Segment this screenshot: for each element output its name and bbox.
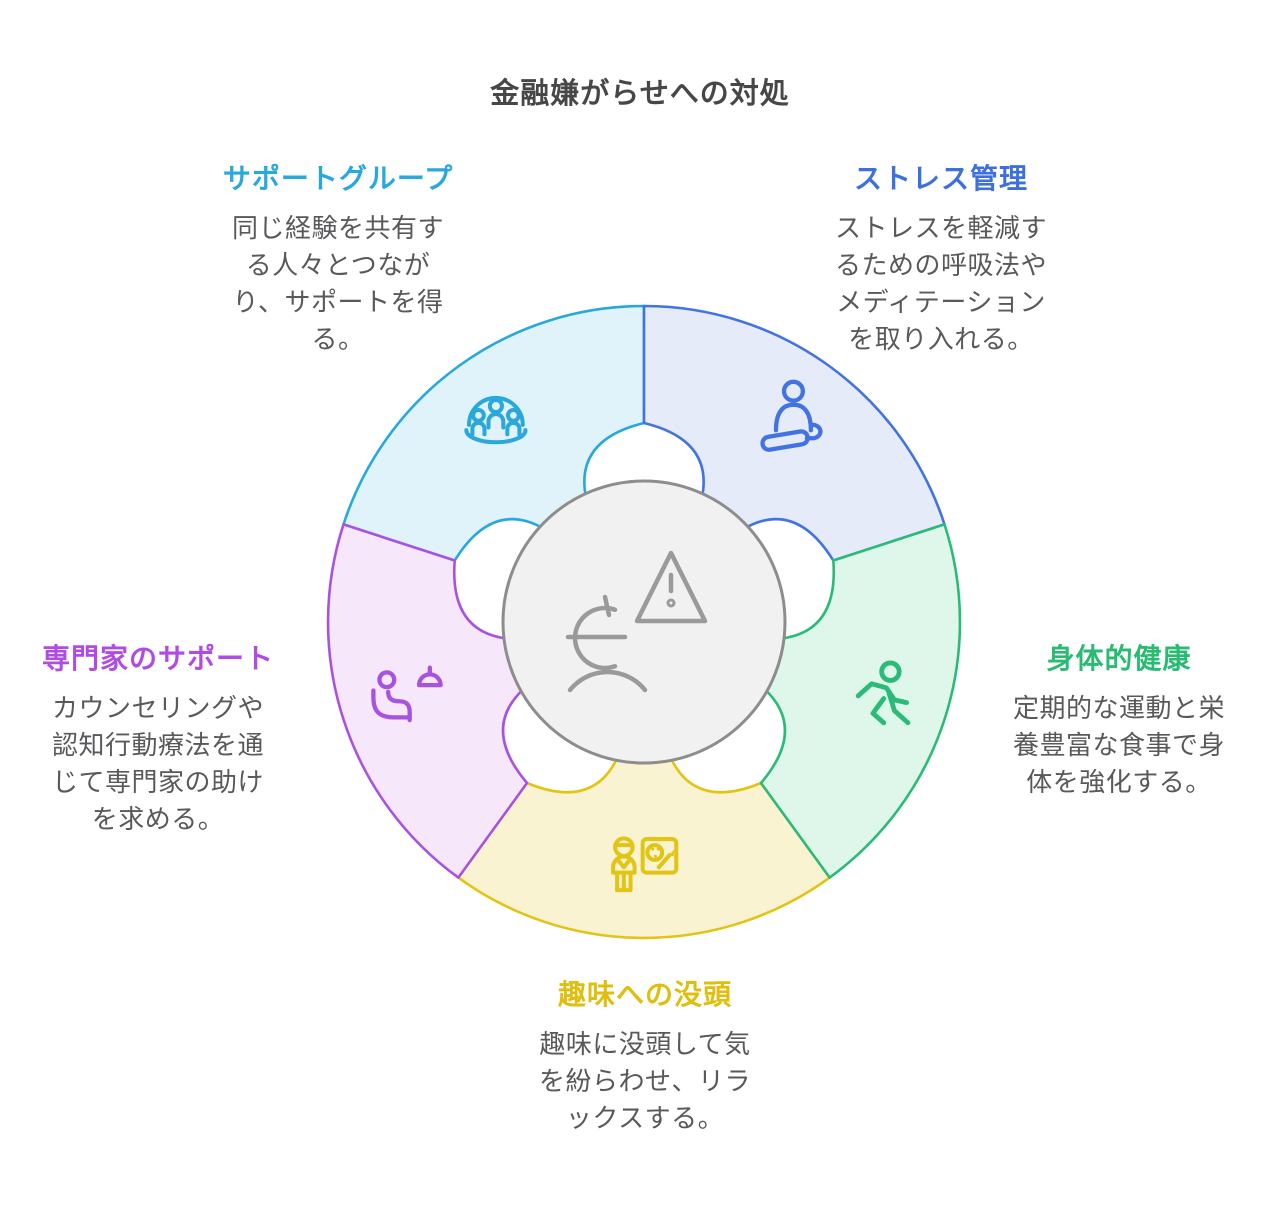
segment-heading: 趣味への没頭 [557, 979, 732, 1010]
segment-heading: サポートグループ [222, 163, 454, 194]
segment-description: 定期的な運動と栄 養豊富な食事で身 体を強化する。 [1012, 693, 1225, 797]
label-stress: ストレス管理 ストレスを軽減す るための呼吸法や メディテーション を取り入れる… [801, 157, 1081, 358]
segment-description: 趣味に没頭して気 を紛らわせ、リラ ックスする。 [538, 1029, 751, 1133]
label-professional: 専門家のサポート カウンセリングや 認知行動療法を通 じて専門家の助け を求める… [18, 637, 298, 838]
segment-heading: 身体的健康 [1046, 643, 1192, 674]
segment-heading: 専門家のサポート [41, 643, 274, 674]
label-support-group: サポートグループ 同じ経験を共有す る人々とつなが り、サポートを得 る。 [198, 157, 478, 358]
segment-heading: ストレス管理 [853, 163, 1028, 194]
label-hobby: 趣味への没頭 趣味に没頭して気 を紛らわせ、リラ ックスする。 [505, 973, 785, 1137]
page-title: 金融嫌がらせへの対処 [490, 78, 790, 110]
segment-description: カウンセリングや 認知行動療法を通 じて専門家の助け を求める。 [51, 693, 264, 834]
segment-health [759, 523, 962, 879]
segment-description: ストレスを軽減す るための呼吸法や メディテーション を取り入れる。 [834, 213, 1047, 354]
segment-professional [326, 523, 529, 879]
label-health: 身体的健康 定期的な運動と栄 養豊富な食事で身 体を強化する。 [979, 637, 1259, 801]
segment-support-group [342, 304, 646, 562]
segment-description: 同じ経験を共有す る人々とつなが り、サポートを得 る。 [231, 213, 444, 354]
